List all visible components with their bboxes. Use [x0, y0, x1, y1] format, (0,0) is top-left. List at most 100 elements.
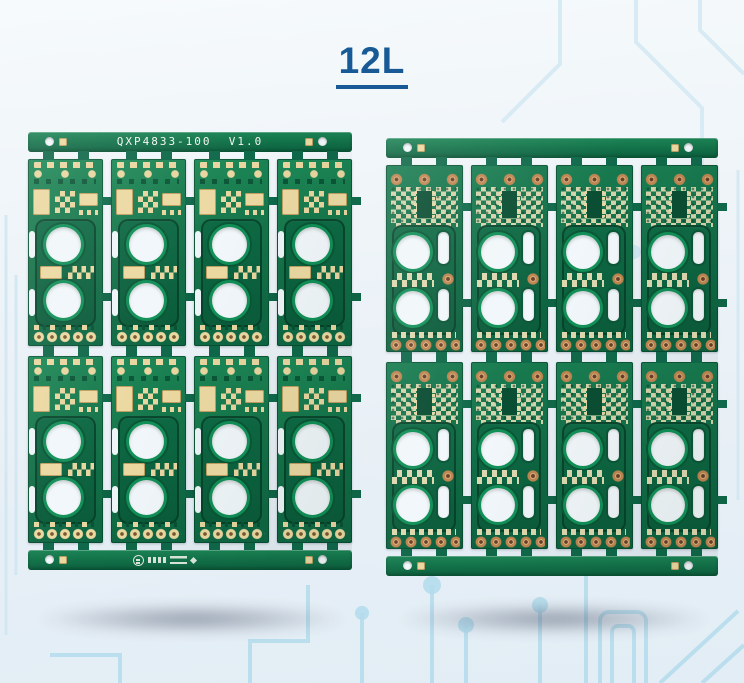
large-gold-pad: [33, 386, 50, 412]
panel-row: [386, 157, 727, 361]
fiducial-pad: [671, 562, 679, 570]
copper-ring-pad: [527, 273, 539, 285]
tooling-hole: [318, 555, 327, 564]
solder-mask-openings: [34, 376, 96, 381]
ic-footprint: [584, 388, 605, 415]
routed-slot: [278, 231, 284, 258]
ic-footprint: [499, 191, 520, 218]
large-mounting-hole: [46, 227, 81, 262]
large-mounting-hole: [46, 480, 81, 515]
breakaway-tab: [486, 157, 497, 166]
breakaway-tab: [43, 348, 54, 357]
silkscreen-datecode: [170, 556, 187, 564]
gold-pad-strip: [117, 522, 179, 527]
routed-slot: [112, 428, 118, 455]
small-gold-pads: [162, 210, 181, 215]
breakaway-tab: [268, 394, 278, 402]
pcb-unit-back: [641, 157, 727, 361]
gold-round-pads: [198, 169, 265, 180]
large-mounting-hole: [566, 432, 600, 466]
pcb-unit-back: [471, 157, 557, 361]
oblong-gold-pad: [40, 463, 62, 476]
copper-ring-pad: [612, 470, 624, 482]
smd-pad-cluster: [138, 388, 158, 410]
copper-ring-pad: [697, 470, 709, 482]
breakaway-tab: [126, 151, 137, 160]
breakaway-tab: [401, 354, 412, 363]
routed-slot: [608, 429, 619, 461]
pad-strip: [562, 332, 626, 338]
pcb-unit-front: [28, 151, 112, 355]
breakaway-tab: [185, 197, 195, 205]
large-mounting-hole: [651, 291, 685, 325]
silkscreen-part-number: QXP4833-100 V1.0: [116, 135, 264, 148]
panel-top-rail: QXP4833-100 V1.0: [28, 132, 352, 152]
oblong-gold-pad: [245, 193, 264, 206]
plated-hole-pads: [282, 331, 348, 344]
pcb-unit-front: [194, 151, 278, 355]
copper-ring-pads: [645, 339, 715, 351]
pcb-unit-back: [641, 354, 727, 558]
routed-slot: [608, 232, 619, 264]
copper-ring-pads: [560, 339, 630, 351]
gold-pad-strip: [117, 359, 179, 365]
fiducial-pad: [417, 562, 425, 570]
small-gold-pads: [245, 210, 264, 215]
gold-pad-strip: [200, 325, 262, 330]
smd-pad-cluster: [68, 463, 94, 476]
oblong-gold-pad: [289, 266, 311, 279]
large-mounting-hole: [129, 283, 164, 318]
copper-ring-pads: [390, 339, 460, 351]
smd-pad-cluster: [55, 388, 75, 410]
diamond-mark-icon: [189, 556, 198, 564]
panel-row: [28, 348, 361, 552]
breakaway-tab: [632, 203, 642, 211]
breakaway-tab: [401, 549, 412, 558]
large-mounting-hole: [212, 283, 247, 318]
large-mounting-hole: [129, 424, 164, 459]
pcb-unit-back: [386, 157, 472, 361]
page-title: 12L: [335, 40, 409, 89]
oblong-gold-pad: [206, 266, 228, 279]
breakaway-tab: [571, 549, 582, 558]
pad-strip: [477, 529, 541, 535]
large-mounting-hole: [481, 488, 515, 522]
routed-slot: [29, 231, 35, 258]
tooling-hole: [684, 561, 693, 570]
routed-slot: [195, 289, 201, 316]
oblong-gold-pad: [123, 266, 145, 279]
routed-slot: [195, 486, 201, 513]
gold-pad-strip: [34, 162, 96, 168]
certification-marks: [133, 554, 198, 566]
plated-hole-pads: [116, 331, 182, 344]
copper-ring-pads: [390, 173, 460, 186]
oblong-gold-pad: [206, 463, 228, 476]
gold-pad-strip: [117, 162, 179, 168]
oblong-gold-pad: [245, 390, 264, 403]
pcb-panel-front: QXP4833-100 V1.0: [28, 132, 361, 570]
smd-pad-cluster: [138, 191, 158, 213]
copper-ring-pad: [697, 273, 709, 285]
large-mounting-hole: [566, 235, 600, 269]
large-mounting-hole: [396, 235, 430, 269]
breakaway-tab: [292, 348, 303, 357]
routed-slot: [693, 289, 704, 321]
solder-mask-openings: [117, 376, 179, 381]
tooling-hole: [403, 561, 412, 570]
breakaway-tab: [571, 354, 582, 363]
pad-array: [392, 470, 434, 484]
smd-pad-cluster: [55, 191, 75, 213]
large-mounting-hole: [651, 235, 685, 269]
routed-slot: [29, 486, 35, 513]
breakaway-tab: [351, 197, 361, 205]
routed-slot: [438, 429, 449, 461]
breakaway-tab: [462, 203, 472, 211]
tooling-hole: [684, 143, 693, 152]
large-mounting-hole: [396, 488, 430, 522]
tooling-hole: [45, 555, 54, 564]
routed-slot: [195, 428, 201, 455]
routed-slot: [523, 429, 534, 461]
pad-array: [647, 470, 689, 484]
breakaway-tab: [656, 354, 667, 363]
fiducial-pad: [59, 556, 67, 564]
